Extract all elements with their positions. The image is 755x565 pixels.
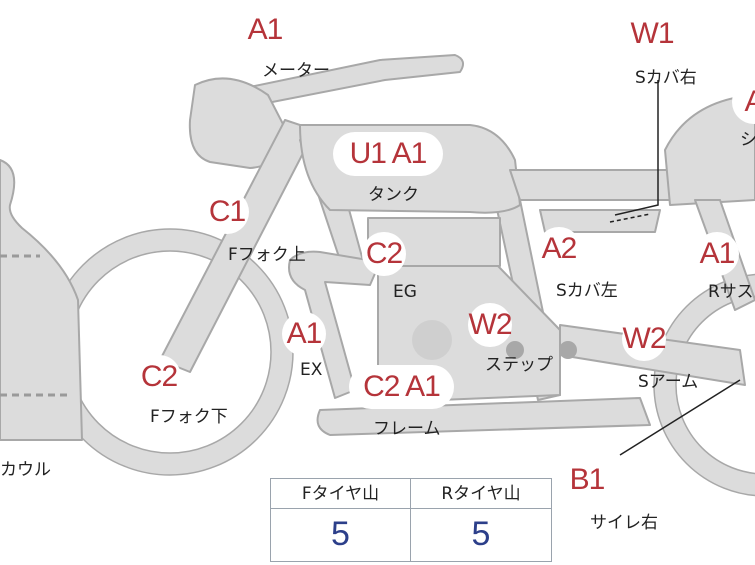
fork-upper-code: C1 [205,190,249,234]
fork-lower-code: C2 [137,355,181,399]
engine-code: C2 [362,232,406,276]
side-cover-right-label: Sカバ右 [635,68,697,88]
meter-code: A1 [243,8,287,52]
exhaust-pipe [288,250,381,399]
swing-arm-label: Sアーム [638,372,699,392]
exhaust-label: EX [300,360,323,380]
meter-label: メーター [262,61,330,81]
side-cover-right-code: W1 [630,12,675,56]
tank-label: タンク [368,185,419,205]
silencer-right-code: B1 [565,458,609,502]
fork-upper-label: Fフォク上 [228,245,306,265]
side-cover [539,209,661,233]
rear-wheel [654,274,755,496]
footrest-label: ステップ [485,355,553,375]
rear-suspension-code: A1 [695,232,739,276]
front-tire-value: 5 [271,509,411,561]
handlebar [244,54,465,105]
exhaust-code: A1 [282,312,326,356]
rear-tire-value: 5 [471,515,491,553]
side-cover-left-label: Sカバ左 [556,281,618,301]
rear-suspension-label: Rサス [708,282,754,302]
side-cover-left-code: A2 [537,227,581,271]
seat-rear [664,94,755,206]
tire-tread-table: Fタイヤ山 Rタイヤ山 5 5 [270,478,552,562]
seat-mid [509,169,691,201]
engine-label: EG [393,282,417,302]
frame-code: C2 A1 [349,365,454,409]
swing-arm-code: W2 [622,317,667,361]
tank-code: U1 A1 [333,132,443,176]
fork-lower-label: Fフォク下 [150,407,228,427]
rear-tire-header: Rタイヤ山 [411,479,551,509]
frame-label: フレーム [373,419,441,439]
footrest-code: W2 [468,303,513,347]
seat-code: A [732,80,755,124]
front-tire-header: Fタイヤ山 [271,479,411,509]
cowl-label: カウル [0,460,51,480]
silencer-right-label: サイレ右 [590,513,658,533]
seat-label: シ [740,130,755,150]
cowl [0,159,83,441]
